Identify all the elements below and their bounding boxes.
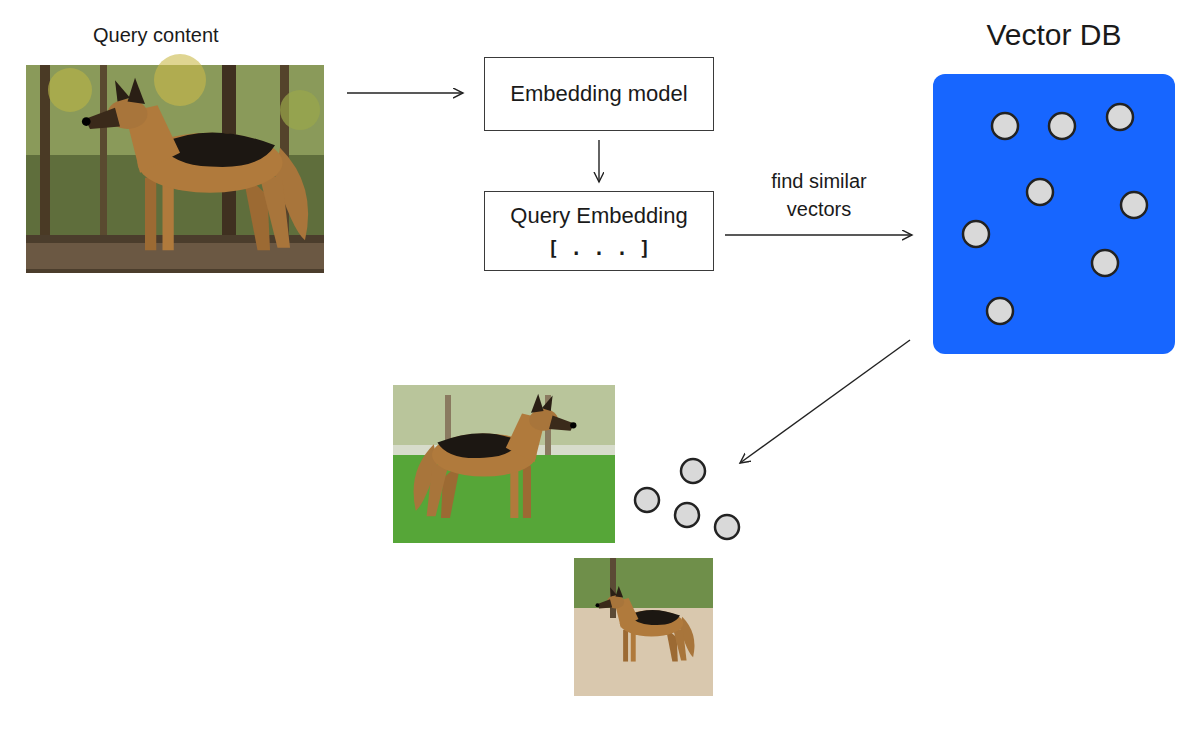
vector-point bbox=[1121, 192, 1147, 218]
database-panel bbox=[933, 74, 1175, 354]
vector-points bbox=[933, 74, 1175, 354]
vector-point bbox=[1027, 179, 1053, 205]
result-photo bbox=[574, 558, 713, 696]
edge-label: find similar vectors bbox=[742, 167, 896, 223]
query-photo bbox=[82, 78, 308, 251]
result-photo bbox=[596, 586, 695, 661]
vector-point bbox=[1107, 104, 1133, 130]
result-vectors bbox=[635, 488, 659, 512]
result-photo bbox=[574, 558, 713, 696]
result-photo bbox=[393, 385, 615, 543]
node-label: Embedding model bbox=[510, 80, 687, 108]
query-photo bbox=[100, 65, 107, 235]
process-box: Embedding model bbox=[484, 57, 714, 131]
result-photo bbox=[414, 394, 577, 518]
flow-arrow bbox=[725, 234, 912, 235]
query-photo bbox=[280, 90, 320, 130]
vector-point bbox=[1092, 250, 1118, 276]
result-photo bbox=[610, 558, 616, 618]
query-photo bbox=[26, 54, 324, 273]
vector-point bbox=[987, 298, 1013, 324]
result-vectors bbox=[715, 515, 739, 539]
vector-database: Vector DB bbox=[933, 17, 1175, 354]
result-photo bbox=[414, 394, 577, 518]
vector-point bbox=[1049, 113, 1075, 139]
node-body: [ . . . ] bbox=[548, 236, 651, 260]
node-label: Vector DB bbox=[933, 17, 1175, 53]
vector-point bbox=[963, 221, 989, 247]
vector-point bbox=[992, 113, 1018, 139]
result-vectors bbox=[675, 503, 699, 527]
query-image: Query content bbox=[26, 22, 324, 273]
result-photo bbox=[393, 385, 615, 543]
query-photo bbox=[48, 68, 92, 112]
node-label: Query Embedding bbox=[510, 202, 687, 230]
process-box: Query Embedding [ . . . ] bbox=[484, 191, 714, 271]
result-vectors bbox=[681, 459, 705, 483]
node-label: Query content bbox=[93, 22, 219, 48]
flow-arrow bbox=[347, 92, 463, 93]
query-photo bbox=[154, 54, 206, 106]
result-photo bbox=[574, 558, 713, 608]
flow-arrow bbox=[598, 140, 599, 182]
result-vectors bbox=[635, 459, 739, 539]
result-arrow bbox=[740, 340, 910, 463]
